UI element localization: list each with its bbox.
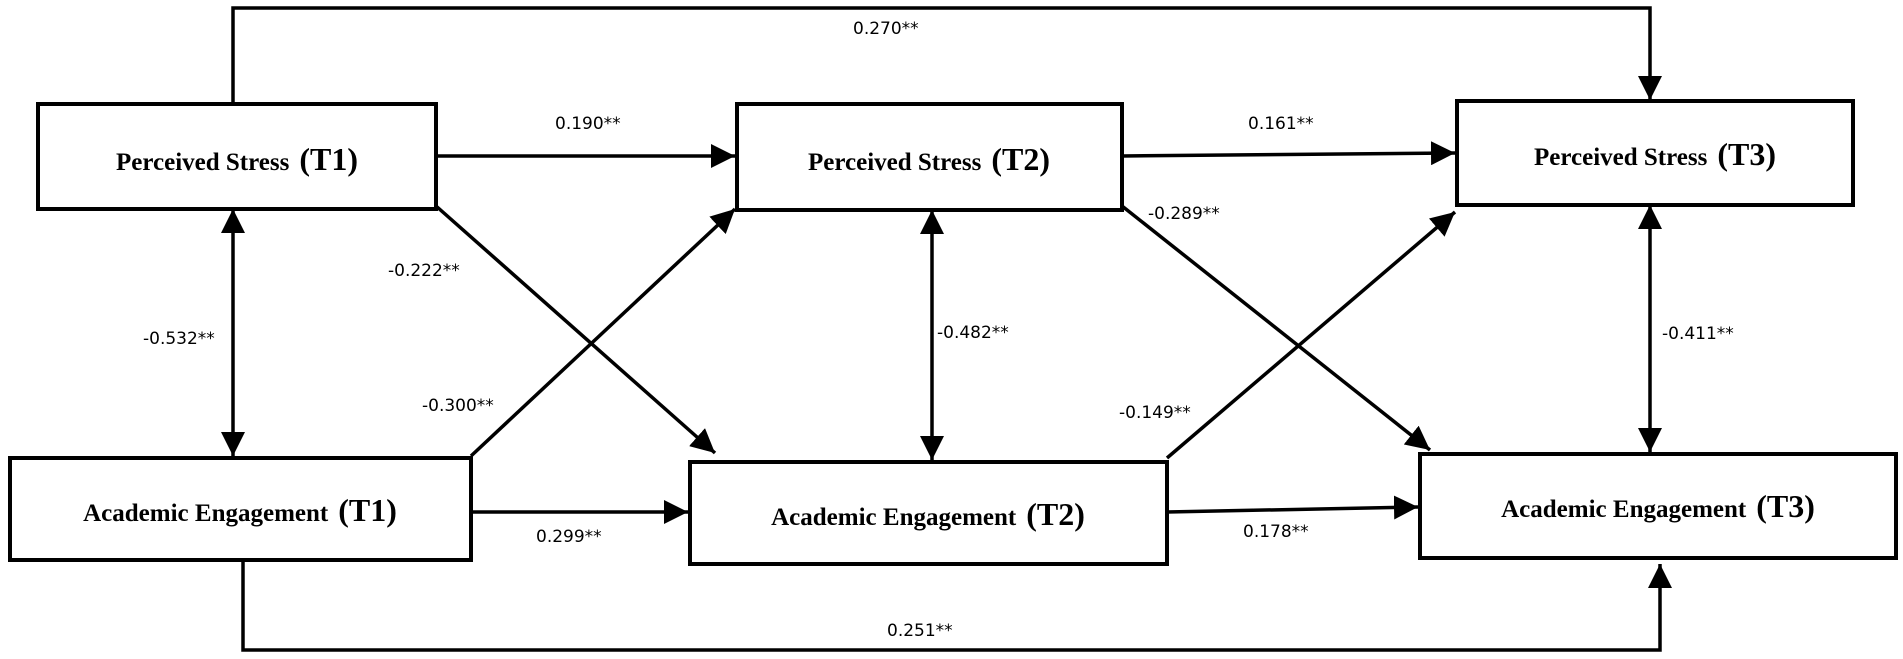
node-time: (T2) xyxy=(1026,496,1085,532)
coef-ae1-ae2: 0.299** xyxy=(536,527,602,547)
node-time: (T1) xyxy=(299,141,358,177)
svg-text:Perceived Stress(T3): Perceived Stress (T3) xyxy=(1534,136,1776,172)
coef-ae1-ae3: 0.251** xyxy=(887,621,953,641)
node-academic-engagement-t2: Academic Engagement (T2) xyxy=(688,460,1169,566)
coef-ps2-ps3: 0.161** xyxy=(1248,114,1314,134)
node-name: Academic Engagement xyxy=(83,500,329,527)
coef-ps3-ae3-cov: -0.411** xyxy=(1662,324,1734,344)
edge-ae1-ae3 xyxy=(241,560,1672,652)
edge-ps1-ae2 xyxy=(434,204,717,455)
edge-ps2-ps3 xyxy=(1121,141,1456,166)
node-name: Perceived Stress xyxy=(1534,144,1708,171)
node-name: Perceived Stress xyxy=(116,149,290,176)
node-perceived-stress-t2: Perceived Stress (T2) xyxy=(735,102,1124,212)
node-name: Academic Engagement xyxy=(1501,496,1747,523)
coef-ps1-ae1-cov: -0.532** xyxy=(143,329,215,349)
svg-text:Academic Engagement(T1): Academic Engagement (T1) xyxy=(83,492,397,528)
node-perceived-stress-t1: Perceived Stress (T1) xyxy=(36,102,438,211)
node-time: (T3) xyxy=(1717,136,1776,172)
svg-text:Perceived Stress(T2): Perceived Stress (T2) xyxy=(808,141,1050,177)
node-name: Perceived Stress xyxy=(808,149,982,176)
node-academic-engagement-t3: Academic Engagement (T3) xyxy=(1418,452,1898,560)
coef-ps2-ae3: -0.289** xyxy=(1148,204,1220,224)
node-time: (T2) xyxy=(991,141,1050,177)
coef-ps1-ps2: 0.190** xyxy=(555,114,621,134)
coef-ae1-ps2: -0.300** xyxy=(422,396,494,416)
node-time: (T1) xyxy=(338,492,397,528)
node-time: (T3) xyxy=(1756,488,1815,524)
edge-ae2-ps3 xyxy=(1165,210,1457,460)
coef-ps1-ps3: 0.270** xyxy=(853,19,919,39)
coef-ps1-ae2: -0.222** xyxy=(388,261,460,281)
edge-ae1-ps2 xyxy=(469,207,737,458)
edge-ae2-ae3 xyxy=(1166,495,1419,520)
node-perceived-stress-t3: Perceived Stress (T3) xyxy=(1455,99,1855,207)
coef-ae2-ae3: 0.178** xyxy=(1243,522,1309,542)
svg-text:Perceived Stress(T1): Perceived Stress (T1) xyxy=(116,141,358,177)
coef-ps2-ae2-cov: -0.482** xyxy=(937,323,1009,343)
edge-ps1-ps3 xyxy=(231,6,1662,102)
node-academic-engagement-t1: Academic Engagement (T1) xyxy=(8,456,473,562)
coefficient-labels: 0.270** 0.190** 0.161** -0.222** -0.289*… xyxy=(143,19,1734,641)
edges xyxy=(221,6,1672,652)
svg-text:Academic Engagement(T3): Academic Engagement (T3) xyxy=(1501,488,1815,524)
coef-ae2-ps3: -0.149** xyxy=(1119,403,1191,423)
svg-text:Academic Engagement(T2): Academic Engagement (T2) xyxy=(771,496,1085,532)
node-name: Academic Engagement xyxy=(771,504,1017,531)
edge-ps2-ae3 xyxy=(1120,204,1432,452)
